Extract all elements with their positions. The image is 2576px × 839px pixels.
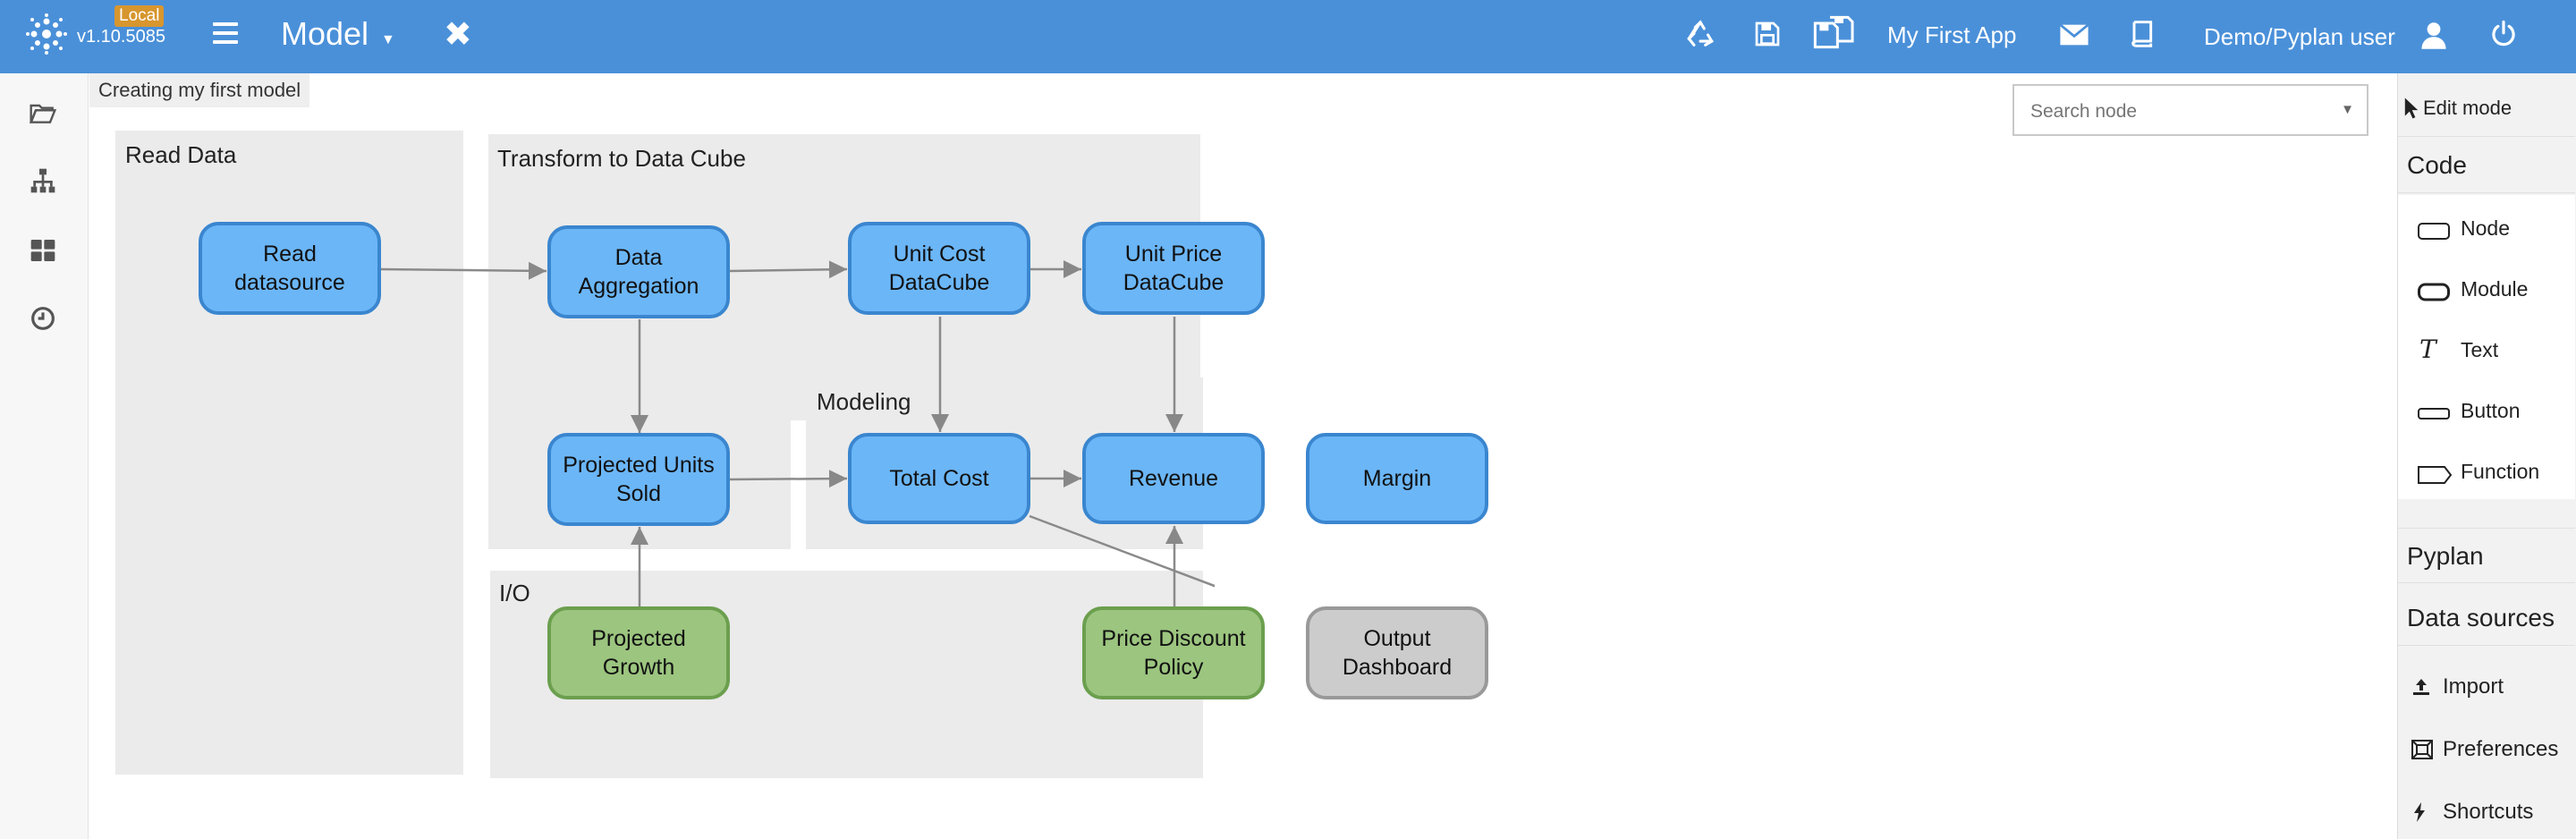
function-shape-icon <box>2418 466 2452 484</box>
power-icon[interactable] <box>2490 20 2517 48</box>
node-total-cost[interactable]: Total Cost <box>848 433 1030 524</box>
edit-mode-button[interactable]: Edit mode <box>2398 91 2575 127</box>
book-icon[interactable] <box>2127 20 2156 48</box>
node-margin[interactable]: Margin <box>1306 433 1488 524</box>
group-label-read-data: Read Data <box>125 141 237 168</box>
module-shape-icon <box>2418 283 2450 301</box>
left-sidebar <box>0 73 89 839</box>
search-node-input[interactable] <box>2029 100 2318 123</box>
shortcuts-button[interactable]: Shortcuts <box>2398 785 2575 839</box>
chevron-down-icon[interactable]: ▼ <box>381 32 395 47</box>
menu-icon[interactable] <box>213 22 238 44</box>
group-label-io: I/O <box>499 580 530 606</box>
node-revenue[interactable]: Revenue <box>1082 433 1265 524</box>
bolt-icon <box>2414 802 2425 822</box>
close-icon[interactable]: ✖ <box>444 16 472 54</box>
save-icon[interactable] <box>1753 20 1782 48</box>
pyplan-section-header[interactable]: Pyplan <box>2398 528 2575 583</box>
diagram-edges <box>379 260 1215 606</box>
group-label-transform: Transform to Data Cube <box>497 145 746 172</box>
dashboard-icon[interactable] <box>29 236 57 265</box>
node-shape-icon <box>2418 223 2450 240</box>
user-name-label[interactable]: Demo/Pyplan user <box>2204 23 2395 50</box>
pyplan-logo <box>26 13 67 55</box>
preferences-button[interactable]: Preferences <box>2398 723 2575 776</box>
search-node-select[interactable]: ▼ <box>2012 84 2368 136</box>
environment-badge: Local <box>114 5 165 27</box>
edge-aggregation-to-unitcost <box>728 260 848 279</box>
save-as-icon[interactable] <box>1812 14 1857 50</box>
edge-read-to-aggregation <box>379 261 547 280</box>
data-sources-section-header[interactable]: Data sources <box>2398 590 2575 646</box>
text-icon: T <box>2419 335 2436 364</box>
folder-icon[interactable] <box>29 98 57 127</box>
hierarchy-icon[interactable] <box>29 166 57 195</box>
preferences-icon <box>2411 740 2433 759</box>
app-name-label[interactable]: My First App <box>1887 21 2017 48</box>
tool-module[interactable]: Module <box>2398 263 2575 317</box>
mail-icon[interactable] <box>2059 23 2089 47</box>
tool-function[interactable]: Function <box>2398 445 2575 499</box>
top-bar: Local v1.10.5085 Model ▼ ✖ My First App … <box>0 0 2576 73</box>
recycle-icon[interactable] <box>1685 20 1716 50</box>
chevron-down-icon[interactable]: ▼ <box>2341 102 2354 117</box>
upload-icon <box>2413 679 2429 695</box>
cursor-icon <box>2404 97 2419 119</box>
code-tools-list: Node Module T Text Button Function <box>2398 195 2575 499</box>
right-sidebar: Edit mode Code Node Module T Text Button… <box>2397 73 2576 839</box>
version-label: v1.10.5085 <box>77 27 165 47</box>
button-shape-icon <box>2418 408 2450 420</box>
tool-text[interactable]: T Text <box>2419 335 2499 364</box>
section-title-dropdown[interactable]: Model <box>281 15 369 52</box>
tool-button[interactable]: Button <box>2398 385 2575 438</box>
tool-node[interactable]: Node <box>2398 202 2575 256</box>
edge-totalcost-to-output <box>1029 514 1215 588</box>
breadcrumb: Creating my first model <box>89 73 310 107</box>
group-label-modeling: Modeling <box>817 388 911 415</box>
user-icon[interactable] <box>2420 21 2447 50</box>
import-button[interactable]: Import <box>2398 660 2575 714</box>
clock-icon[interactable] <box>29 304 57 333</box>
code-section-header[interactable]: Code <box>2398 136 2575 193</box>
